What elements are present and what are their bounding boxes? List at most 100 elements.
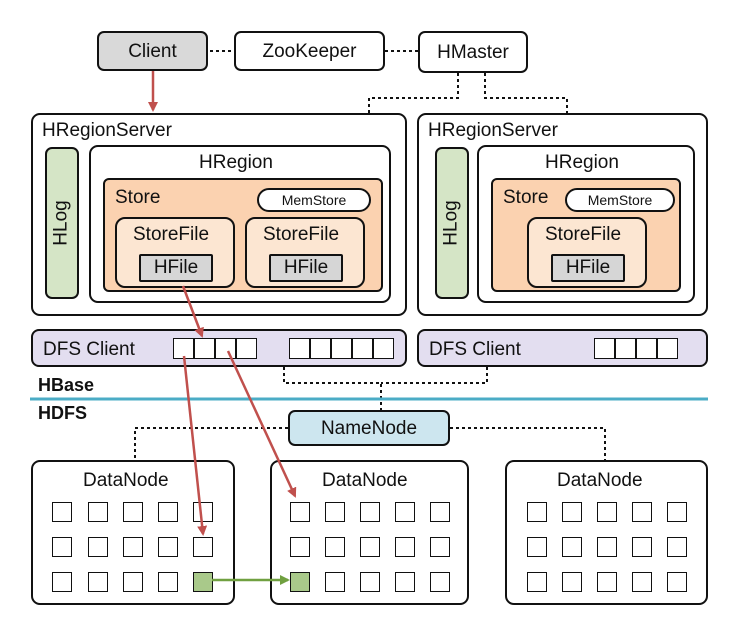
dfs-buffer-block <box>194 338 215 359</box>
data-block <box>290 537 310 557</box>
zookeeper-label: ZooKeeper <box>262 40 357 62</box>
data-block <box>325 537 345 557</box>
hdfs-label: HDFS <box>38 403 87 423</box>
hregionserver-2-title: HRegionServer <box>428 120 558 141</box>
datanode-2: DataNode <box>270 460 469 605</box>
memstore-2-label: MemStore <box>587 192 653 208</box>
data-block <box>527 537 547 557</box>
dfs-buffer-block <box>310 338 331 359</box>
dfs-client-1: DFS Client <box>31 329 407 367</box>
dfs-buffer-block <box>373 338 394 359</box>
datanode-1-label: DataNode <box>83 470 169 491</box>
hregionserver-2: HRegionServer HLog HRegion Store MemStor… <box>417 113 708 316</box>
data-block <box>527 502 547 522</box>
dfs-buffer-block <box>215 338 236 359</box>
storefile-1a-label: StoreFile <box>133 224 210 245</box>
data-block <box>395 572 415 592</box>
datanode-2-label: DataNode <box>322 470 408 491</box>
datanode-3-label: DataNode <box>557 470 643 491</box>
data-block <box>158 572 178 592</box>
client-label: Client <box>128 40 177 62</box>
storefile-1b-label: StoreFile <box>263 224 340 245</box>
storefile-2a: StoreFile HFile <box>527 217 647 288</box>
data-block <box>430 502 450 522</box>
data-block <box>88 502 108 522</box>
dfs-buffer-block <box>636 338 657 359</box>
hfile-1b-label: HFile <box>283 257 329 278</box>
data-block <box>430 537 450 557</box>
dfs-client-2: DFS Client <box>417 329 708 367</box>
client-box: Client <box>97 31 208 71</box>
hlog-1: HLog <box>45 147 79 299</box>
data-block <box>360 572 380 592</box>
data-block <box>597 502 617 522</box>
dfs-buffer-block <box>331 338 352 359</box>
data-block <box>395 537 415 557</box>
data-block <box>360 537 380 557</box>
datanode-1: DataNode <box>31 460 235 605</box>
data-block <box>52 502 72 522</box>
data-block <box>667 572 687 592</box>
data-block <box>158 502 178 522</box>
data-block <box>88 572 108 592</box>
data-block <box>562 572 582 592</box>
data-block <box>527 572 547 592</box>
data-block <box>123 537 143 557</box>
data-block <box>632 572 652 592</box>
dfs-buffer-block <box>236 338 257 359</box>
dfs-buffer-block <box>352 338 373 359</box>
hfile-1b: HFile <box>269 254 343 282</box>
data-block <box>360 502 380 522</box>
data-block <box>562 537 582 557</box>
data-block <box>88 537 108 557</box>
datanode-3: DataNode <box>505 460 708 605</box>
hregion-2-label: HRegion <box>545 152 619 173</box>
store-1: Store MemStore StoreFile HFile StoreFile… <box>103 178 383 292</box>
data-block <box>325 502 345 522</box>
data-block <box>52 572 72 592</box>
replicated-block-source <box>193 572 213 592</box>
dfs-buffer-block <box>289 338 310 359</box>
data-block <box>123 502 143 522</box>
data-block <box>430 572 450 592</box>
hfile-1a-label: HFile <box>153 257 199 278</box>
memstore-1-label: MemStore <box>281 192 347 208</box>
hlog-2: HLog <box>435 147 469 299</box>
data-block <box>597 572 617 592</box>
data-block <box>158 537 178 557</box>
store-2-label: Store <box>503 187 549 208</box>
data-block <box>193 537 213 557</box>
hlog-1-label: HLog <box>51 200 73 246</box>
storefile-1a: StoreFile HFile <box>115 217 235 288</box>
replicated-block-target <box>290 572 310 592</box>
data-block <box>52 537 72 557</box>
store-1-label: Store <box>115 187 161 208</box>
namenode-label: NameNode <box>320 417 418 439</box>
zookeeper-box: ZooKeeper <box>234 31 385 71</box>
data-block <box>667 537 687 557</box>
hregion-1: HRegion Store MemStore StoreFile HFile S… <box>89 145 391 303</box>
hregion-1-label: HRegion <box>199 152 273 173</box>
dfs-client-1-label: DFS Client <box>43 339 135 360</box>
data-block <box>395 502 415 522</box>
data-block <box>193 502 213 522</box>
data-block <box>597 537 617 557</box>
data-block <box>667 502 687 522</box>
storefile-1b: StoreFile HFile <box>245 217 365 288</box>
hregionserver-1: HRegionServer HLog HRegion Store MemStor… <box>31 113 407 316</box>
memstore-1: MemStore <box>257 188 371 212</box>
dfs-client-2-label: DFS Client <box>429 339 521 360</box>
namenode-box: NameNode <box>288 410 450 446</box>
dfs-buffer-block <box>615 338 636 359</box>
dfs-buffer-block <box>173 338 194 359</box>
data-block <box>123 572 143 592</box>
data-block <box>632 537 652 557</box>
data-block <box>290 502 310 522</box>
hfile-2a: HFile <box>551 254 625 282</box>
data-block <box>562 502 582 522</box>
dfs-buffer-block <box>657 338 678 359</box>
hfile-2a-label: HFile <box>565 257 611 278</box>
hregionserver-1-title: HRegionServer <box>42 120 172 141</box>
hmaster-label: HMaster <box>437 41 509 63</box>
hmaster-box: HMaster <box>418 31 528 73</box>
